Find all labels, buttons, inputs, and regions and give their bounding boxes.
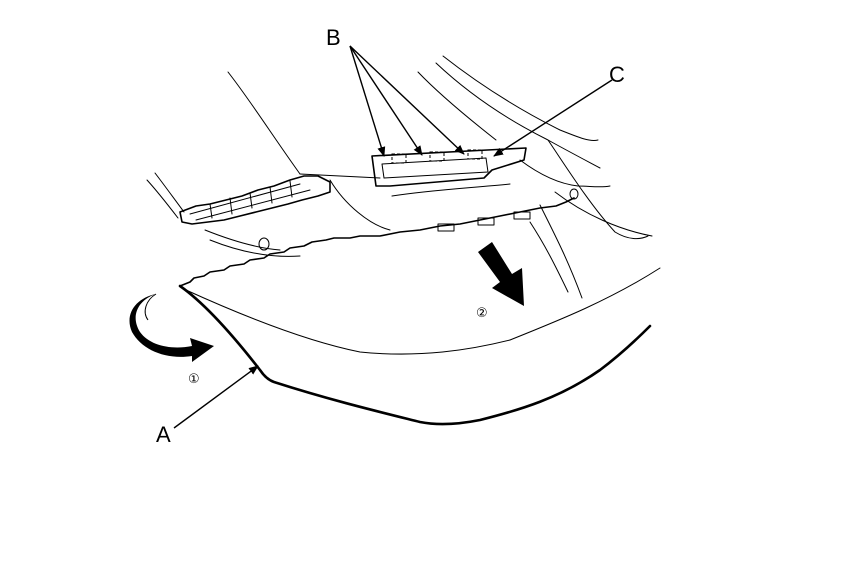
slot-1 bbox=[437, 223, 455, 232]
callout-a: A bbox=[156, 422, 171, 447]
vehicle-body bbox=[146, 55, 653, 299]
leader-a bbox=[173, 365, 259, 429]
center-trim-panel bbox=[371, 147, 527, 187]
slot-3 bbox=[513, 211, 531, 220]
callout-c: C bbox=[609, 62, 625, 87]
leader-lines bbox=[173, 45, 613, 429]
step-2-label: ② bbox=[476, 306, 488, 321]
step-1-label: ① bbox=[188, 372, 200, 387]
leader-b-2 bbox=[349, 45, 423, 156]
clip-b1 bbox=[391, 153, 407, 164]
leader-b-3 bbox=[349, 45, 465, 155]
clip-b2 bbox=[429, 151, 445, 162]
bumper-cover bbox=[178, 284, 652, 426]
clip-b3 bbox=[467, 149, 483, 160]
slot-2 bbox=[477, 217, 495, 226]
rotate-arrow-step-1 bbox=[129, 293, 214, 362]
pull-down-arrow-step-2 bbox=[478, 242, 524, 306]
leader-b-1 bbox=[349, 45, 386, 157]
leader-c bbox=[493, 79, 613, 157]
callout-b: B bbox=[326, 25, 341, 50]
upper-bracket bbox=[179, 175, 331, 225]
bumper-top-edge bbox=[179, 197, 661, 355]
